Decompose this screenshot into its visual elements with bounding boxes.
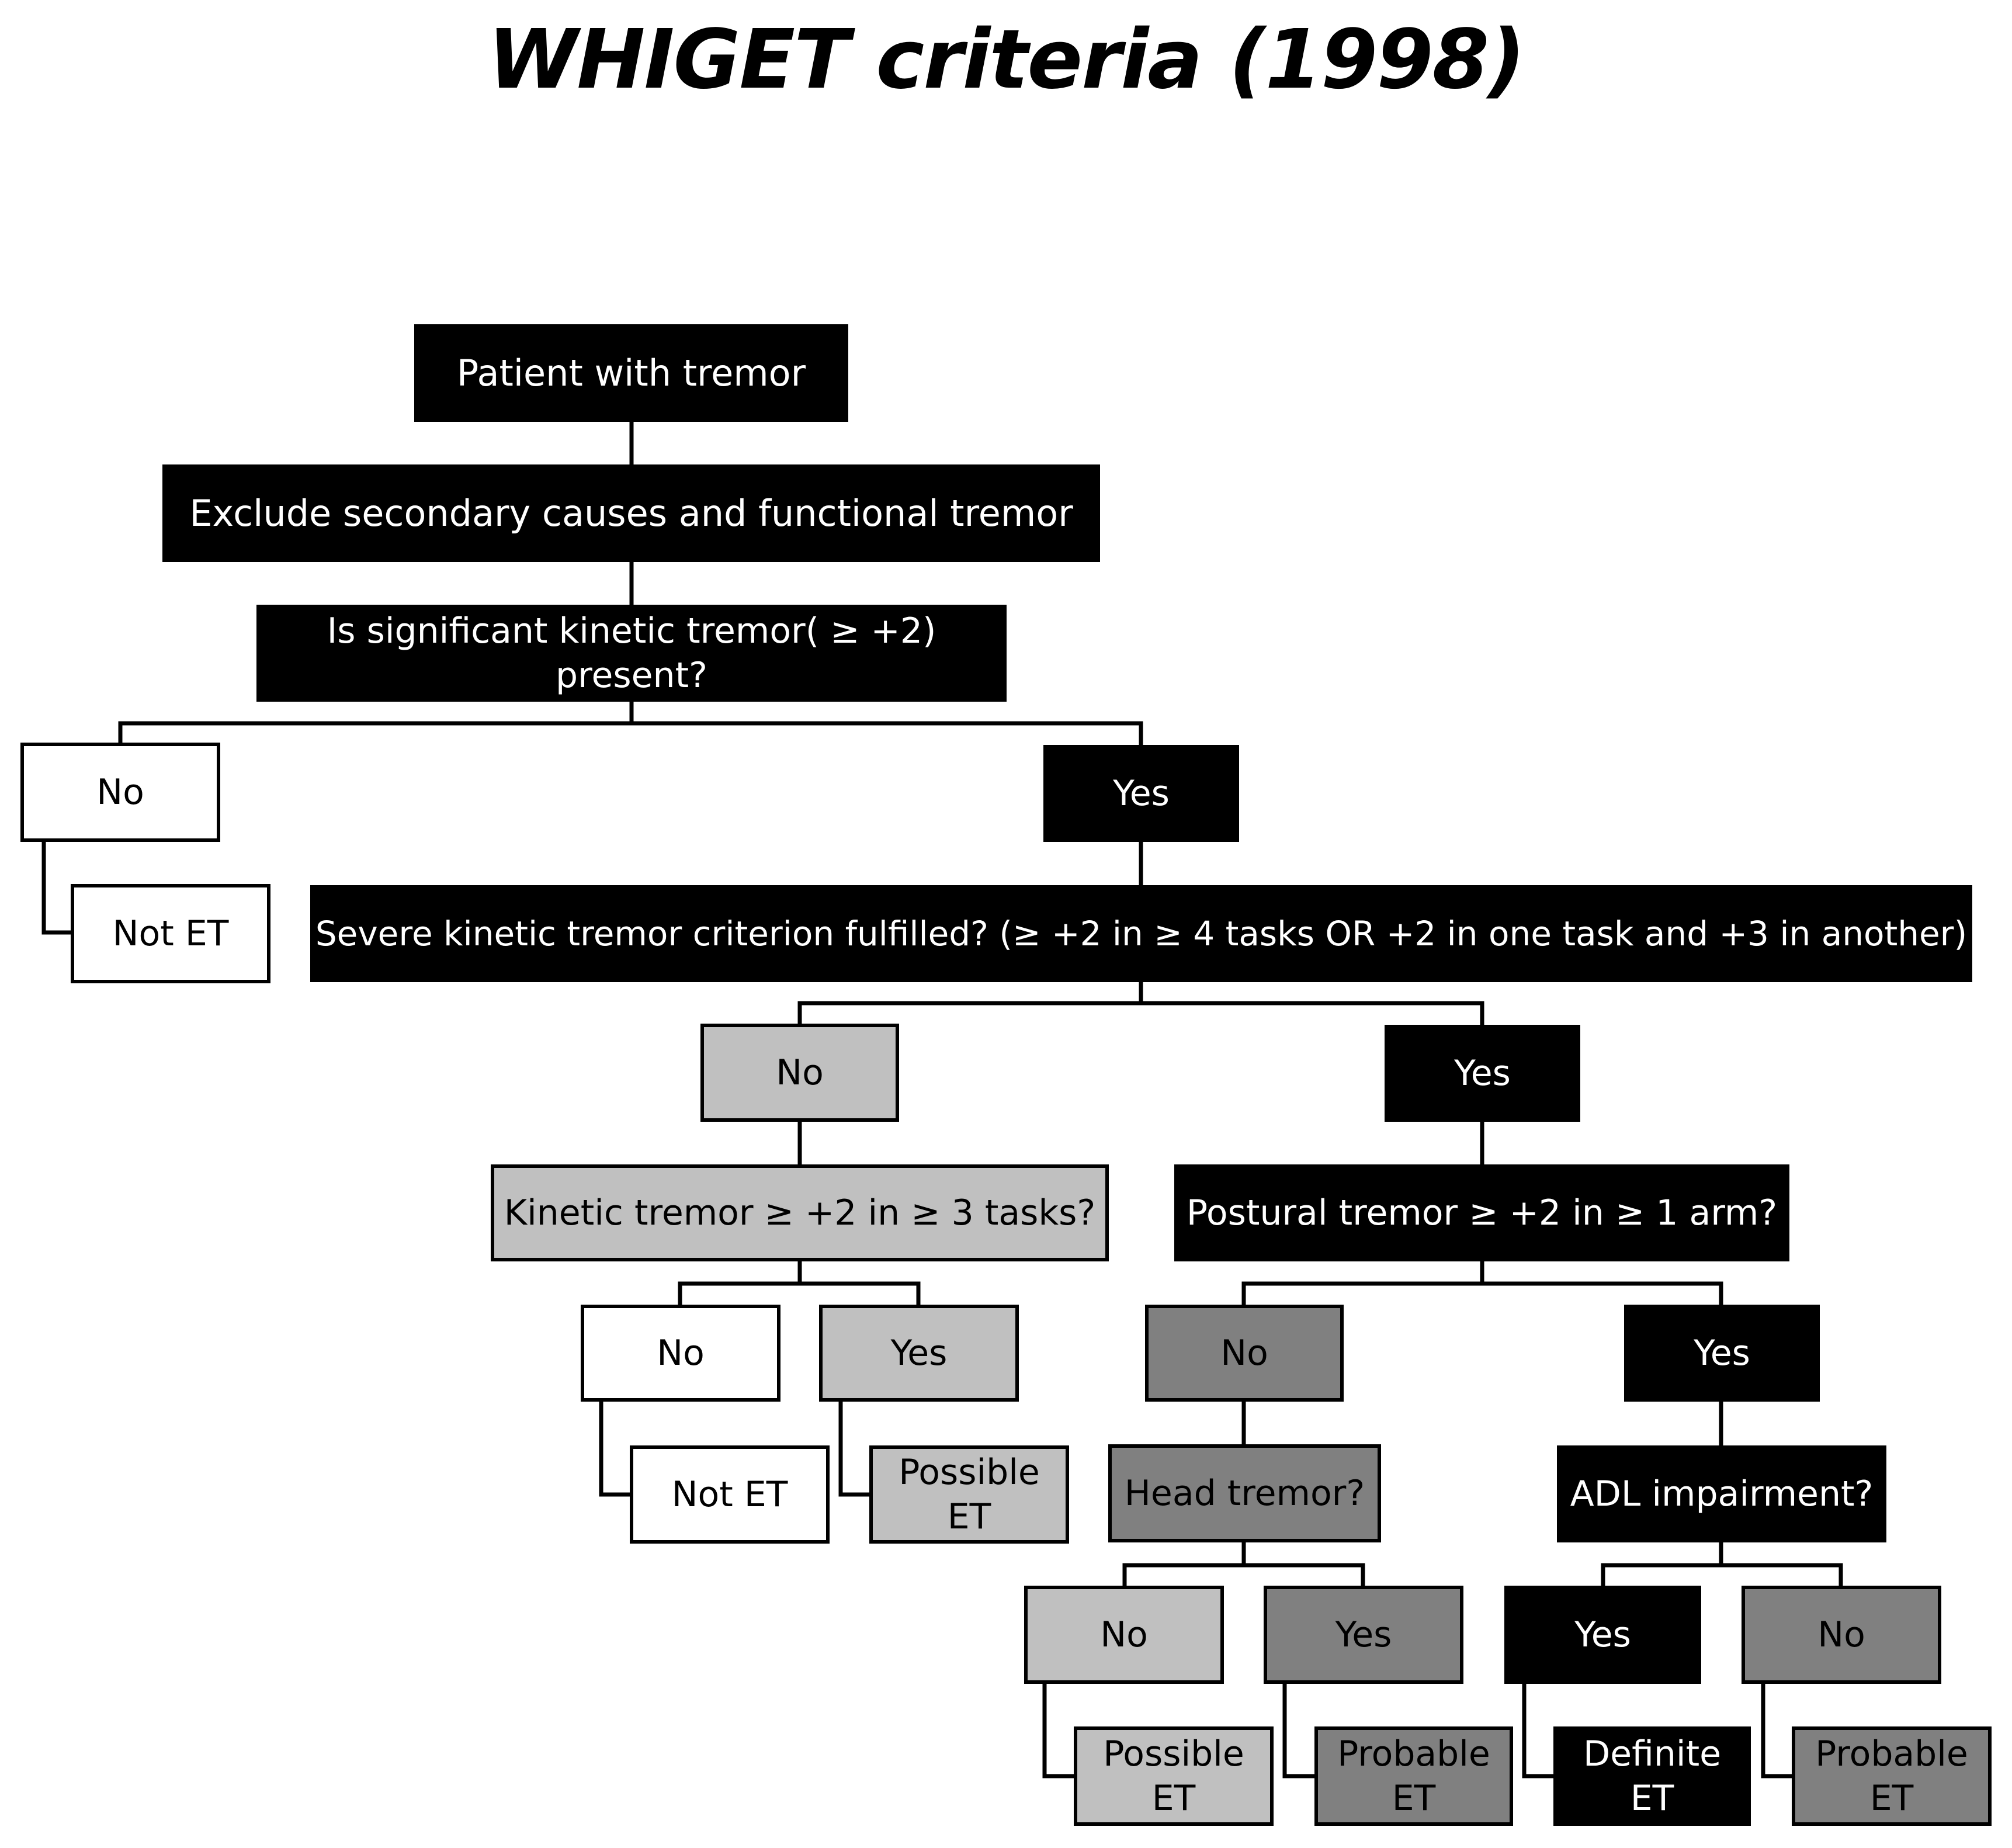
diagram-title: WHIGET criteria (1998) [487,12,1525,108]
connector-yes6-definite [1522,1684,1553,1778]
node-probable-et-1: Probable ET [1314,1726,1513,1826]
connector-no1-notet [41,842,71,935]
connector-kinetic3-split [678,1261,921,1305]
node-yes-1: Yes [1043,745,1239,842]
node-significant-kinetic-tremor-question: Is significant kinetic tremor( ≥ +2) pre… [256,605,1007,702]
node-adl-impairment-question: ADL impairment? [1557,1445,1886,1542]
connector-head-split [1122,1542,1365,1586]
connector-yes3-possible [838,1402,869,1497]
node-postural-tremor-question: Postural tremor ≥ +2 in ≥ 1 arm? [1174,1164,1789,1261]
connector-no5-possible [1042,1684,1074,1778]
node-yes-4: Yes [1624,1305,1820,1402]
node-yes-5: Yes [1264,1586,1463,1684]
connector-severe-split [797,982,1484,1025]
connector-yes5-probable [1282,1684,1314,1778]
node-not-et-2: Not ET [630,1445,830,1544]
node-possible-et-1: Possible ET [869,1445,1069,1544]
node-probable-et-2: Probable ET [1792,1726,1992,1826]
node-patient-with-tremor: Patient with tremor [414,324,848,422]
node-no-5: No [1024,1586,1224,1684]
node-no-1: No [20,743,220,842]
connector-no3-notet [599,1402,630,1497]
connector-postural-split [1241,1261,1723,1305]
connector-adl-split [1601,1542,1843,1586]
node-not-et-1: Not ET [71,884,270,983]
node-severe-kinetic-tremor-question: Severe kinetic tremor criterion fulfille… [310,885,1972,982]
node-definite-et: Definite ET [1553,1726,1751,1826]
node-head-tremor-question: Head tremor? [1108,1444,1381,1542]
node-yes-6: Yes [1504,1586,1701,1684]
node-kinetic-tremor-3-tasks-question: Kinetic tremor ≥ +2 in ≥ 3 tasks? [491,1164,1109,1261]
node-yes-3: Yes [819,1305,1019,1402]
node-exclude-secondary-causes: Exclude secondary causes and functional … [162,464,1100,562]
connector-kinetic-split [118,702,1143,745]
node-no-6: No [1742,1586,1941,1684]
node-possible-et-2: Possible ET [1074,1726,1274,1826]
node-no-4: No [1145,1305,1344,1402]
node-yes-2: Yes [1385,1025,1580,1122]
node-no-2: No [700,1024,899,1122]
connector-no6-probable [1761,1684,1792,1778]
node-no-3: No [581,1305,780,1402]
